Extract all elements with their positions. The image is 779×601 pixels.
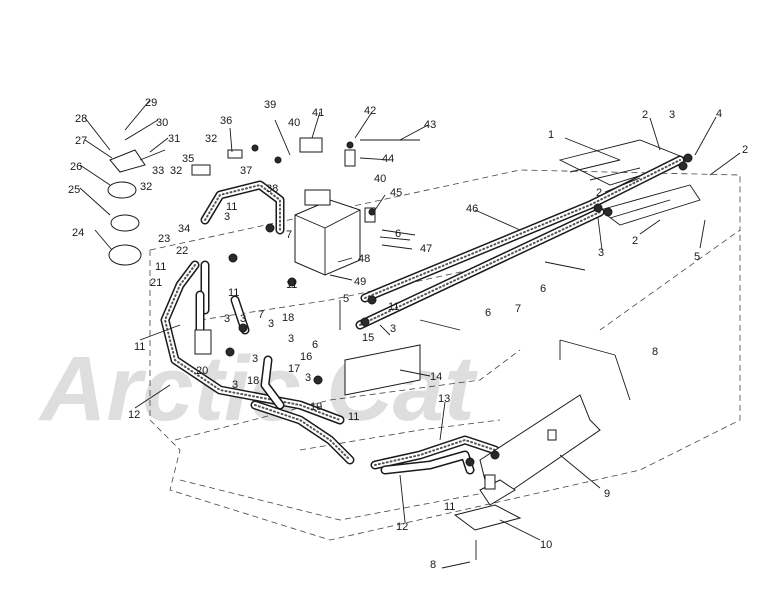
callout-20: 20 <box>196 365 208 377</box>
hose-19 <box>250 400 355 465</box>
callout-37: 37 <box>240 165 252 177</box>
callout-7: 7 <box>286 229 292 241</box>
callout-21: 21 <box>150 277 162 289</box>
callout-3: 3 <box>224 211 230 223</box>
callout-11: 11 <box>228 287 239 299</box>
callout-12: 12 <box>396 521 408 533</box>
callout-6: 6 <box>395 228 401 240</box>
callout-38: 38 <box>266 183 278 195</box>
callout-12: 12 <box>128 409 140 421</box>
callout-15: 15 <box>362 332 374 344</box>
callout-23: 23 <box>158 233 170 245</box>
callout-40: 40 <box>288 117 300 129</box>
callout-10: 10 <box>540 539 552 551</box>
callout-7: 7 <box>258 309 264 321</box>
callout-labels: 1 2 2 2 2 3 3 3 3 3 3 3 3 3 3 3 4 5 5 6 … <box>68 97 748 571</box>
callout-19: 19 <box>310 401 322 413</box>
callout-5: 5 <box>694 251 700 263</box>
callout-22: 22 <box>176 245 188 257</box>
callout-14: 14 <box>430 371 442 383</box>
callout-24: 24 <box>72 227 84 239</box>
callout-47: 47 <box>420 243 432 255</box>
bracket-10 <box>453 504 522 531</box>
callout-36: 36 <box>220 115 232 127</box>
callout-11: 11 <box>226 201 237 213</box>
callout-48: 48 <box>358 253 370 265</box>
callout-11: 11 <box>155 261 166 273</box>
callout-41: 41 <box>312 107 324 119</box>
hose-46 <box>355 207 605 330</box>
callout-27: 27 <box>75 135 87 147</box>
callout-3: 3 <box>390 323 396 335</box>
callout-2: 2 <box>642 109 648 121</box>
callout-6: 6 <box>485 307 491 319</box>
callout-11: 11 <box>134 341 145 353</box>
valve-block <box>294 189 376 276</box>
callout-9: 9 <box>604 488 610 500</box>
callout-32: 32 <box>140 181 152 193</box>
callout-26: 26 <box>70 161 82 173</box>
callout-6: 6 <box>540 283 546 295</box>
callout-39: 39 <box>264 99 276 111</box>
callout-29: 29 <box>145 97 157 109</box>
callout-5: 5 <box>343 293 349 305</box>
callout-3: 3 <box>288 333 294 345</box>
fittings <box>191 137 693 490</box>
callout-8: 8 <box>652 346 658 358</box>
hose-37 <box>200 180 285 235</box>
callout-11: 11 <box>388 301 399 313</box>
callout-49: 49 <box>354 276 366 288</box>
callout-2: 2 <box>742 144 748 156</box>
callout-18: 18 <box>282 312 294 324</box>
callout-16: 16 <box>300 351 312 363</box>
bracket-14 <box>344 344 421 396</box>
callout-28: 28 <box>75 113 87 125</box>
callout-11: 11 <box>348 411 359 423</box>
callout-35: 35 <box>182 153 194 165</box>
callout-11: 11 <box>444 501 455 513</box>
bolts <box>339 139 586 560</box>
callout-3: 3 <box>305 372 311 384</box>
callout-43: 43 <box>424 119 436 131</box>
callout-45: 45 <box>390 187 402 199</box>
callout-33: 33 <box>152 165 164 177</box>
callout-3: 3 <box>598 247 604 259</box>
callout-31: 31 <box>168 133 180 145</box>
callout-18: 18 <box>247 375 259 387</box>
callout-25: 25 <box>68 184 80 196</box>
callout-4: 4 <box>716 108 722 120</box>
thermostat-housing <box>107 149 166 266</box>
leader-lines <box>79 99 741 569</box>
callout-1: 1 <box>548 129 554 141</box>
callout-34: 34 <box>178 223 190 235</box>
callout-3: 3 <box>669 109 675 121</box>
callout-30: 30 <box>156 117 168 129</box>
hose-12 <box>160 260 345 425</box>
hose-18 <box>260 355 285 410</box>
callout-8: 8 <box>430 559 436 571</box>
callout-3: 3 <box>240 313 246 325</box>
hose-7-long <box>360 155 685 303</box>
callout-40: 40 <box>374 173 386 185</box>
callout-44: 44 <box>382 153 394 165</box>
callout-3: 3 <box>232 379 238 391</box>
callout-11: 11 <box>286 279 297 291</box>
callout-3: 3 <box>252 353 258 365</box>
callout-42: 42 <box>364 105 376 117</box>
callout-32: 32 <box>205 133 217 145</box>
callout-32: 32 <box>170 165 182 177</box>
callout-2: 2 <box>632 235 638 247</box>
callout-46: 46 <box>466 203 478 215</box>
callout-3: 3 <box>268 318 274 330</box>
callout-6: 6 <box>312 339 318 351</box>
bracket-9 <box>479 394 601 506</box>
callout-13: 13 <box>438 393 450 405</box>
callout-3: 3 <box>224 313 230 325</box>
callout-17: 17 <box>288 363 300 375</box>
callout-2: 2 <box>596 187 602 199</box>
callout-7: 7 <box>515 303 521 315</box>
